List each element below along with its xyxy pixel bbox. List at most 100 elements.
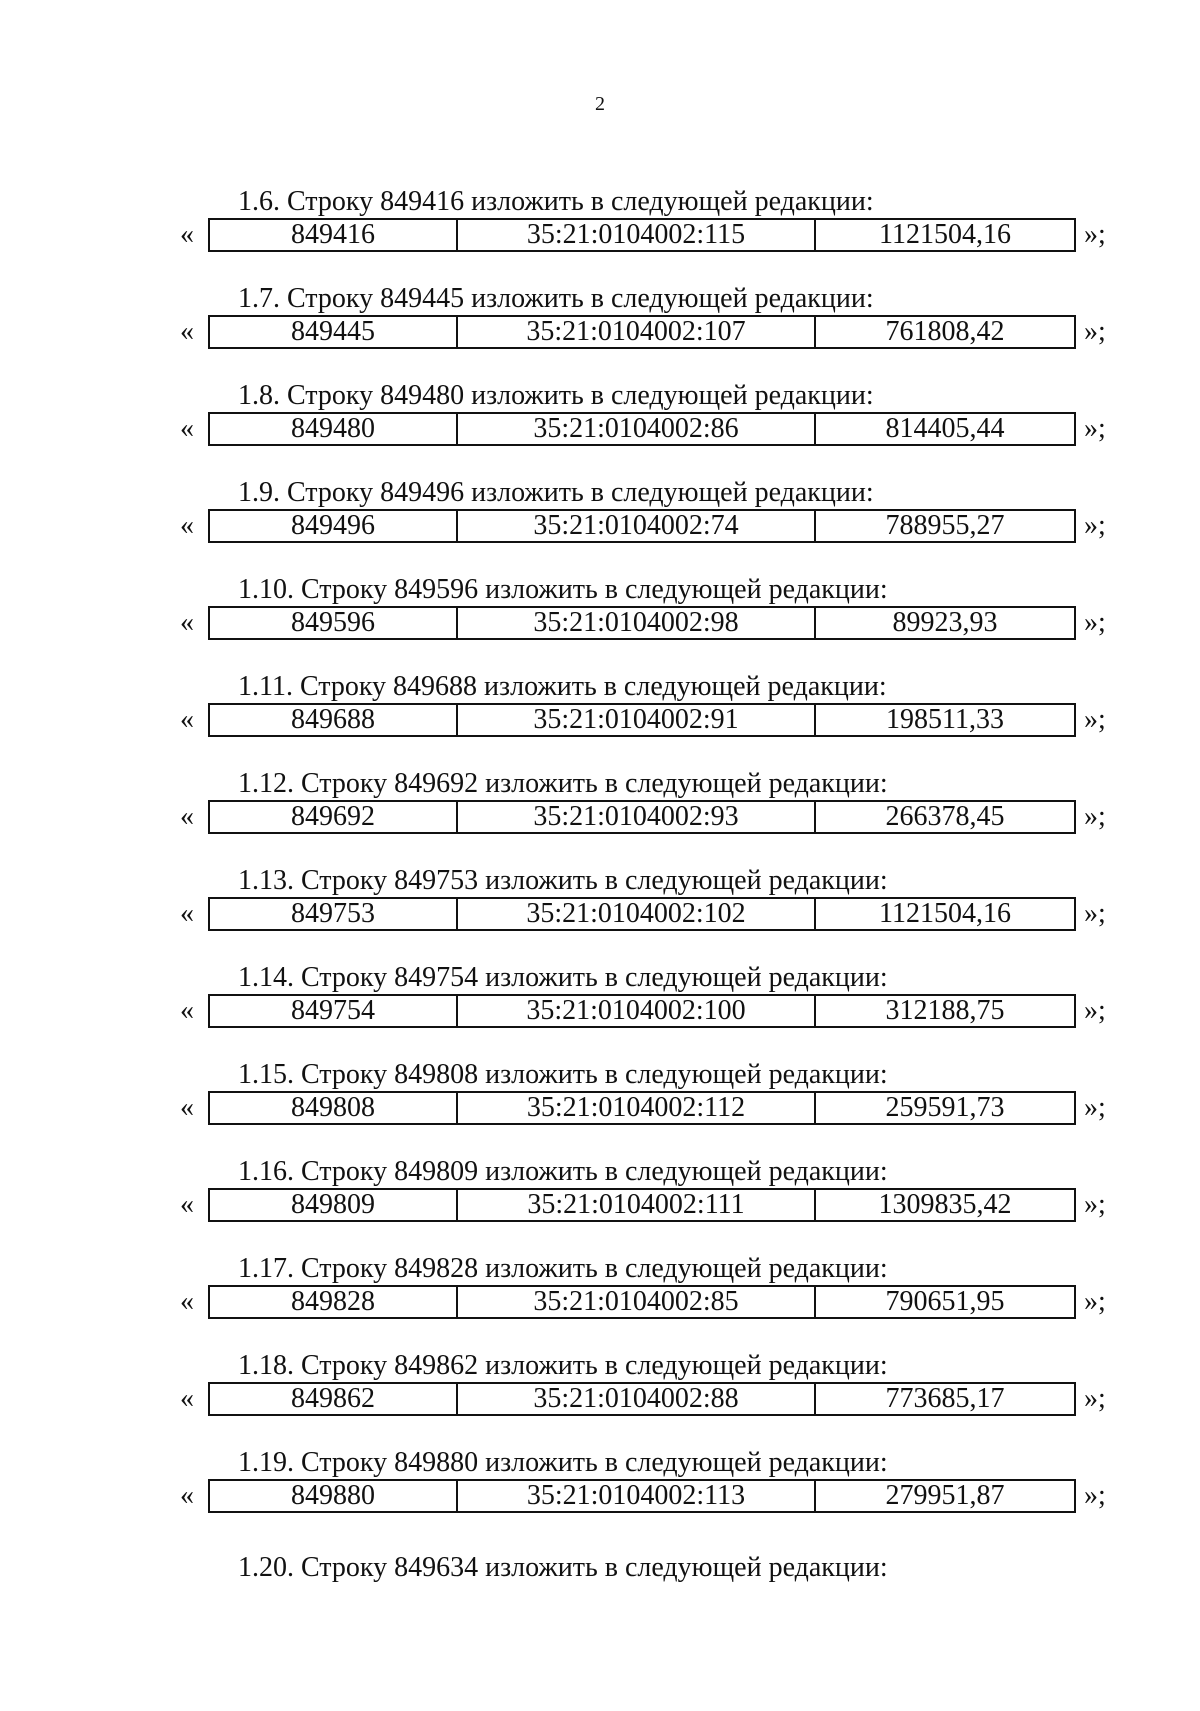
cadastral-number-cell: 35:21:0104002:102 <box>458 899 816 929</box>
amendment-heading: 1.10. Строку 849596 изложить в следующей… <box>238 574 888 605</box>
row-number-cell: 849808 <box>210 1093 458 1123</box>
amendment-item: 1.15. Строку 849808 изложить в следующей… <box>0 1059 1200 1156</box>
amendment-item: 1.14. Строку 849754 изложить в следующей… <box>0 962 1200 1059</box>
opening-quote: « <box>180 413 194 444</box>
amendment-heading: 1.19. Строку 849880 изложить в следующей… <box>238 1447 888 1478</box>
value-cell: 312188,75 <box>885 995 1005 1026</box>
row-number-cell: 849880 <box>210 1481 458 1511</box>
closing-quote: »; <box>1084 1286 1106 1317</box>
closing-quote: »; <box>1084 510 1106 541</box>
amendment-heading: 1.11. Строку 849688 изложить в следующей… <box>238 671 887 702</box>
amendment-heading: 1.7. Строку 849445 изложить в следующей … <box>238 283 874 314</box>
opening-quote: « <box>180 1286 194 1317</box>
cadastral-number-cell: 35:21:0104002:74 <box>458 511 816 541</box>
value-cell: 1121504,16 <box>879 219 1011 250</box>
cadastral-number-cell: 35:21:0104002:113 <box>458 1481 816 1511</box>
amendment-item: 1.9. Строку 849496 изложить в следующей … <box>0 477 1200 574</box>
closing-quote: »; <box>1084 219 1106 250</box>
closing-quote: »; <box>1084 704 1106 735</box>
cadastral-number-cell: 35:21:0104002:115 <box>458 220 816 250</box>
closing-quote: »; <box>1084 801 1106 832</box>
row-number-cell: 849862 <box>210 1384 458 1414</box>
value-cell: 761808,42 <box>885 316 1005 347</box>
closing-quote: »; <box>1084 898 1106 929</box>
amendment-heading: 1.16. Строку 849809 изложить в следующей… <box>238 1156 888 1187</box>
amendment-heading: 1.14. Строку 849754 изложить в следующей… <box>238 962 888 993</box>
opening-quote: « <box>180 1480 194 1511</box>
amendment-heading-last: 1.20. Строку 849634 изложить в следующей… <box>238 1552 888 1583</box>
value-cell: 266378,45 <box>885 801 1005 832</box>
closing-quote: »; <box>1084 1383 1106 1414</box>
row-number-cell: 849753 <box>210 899 458 929</box>
value-cell: 773685,17 <box>885 1383 1005 1414</box>
closing-quote: »; <box>1084 413 1106 444</box>
value-cell: 790651,95 <box>885 1286 1005 1317</box>
opening-quote: « <box>180 510 194 541</box>
cadastral-number-cell: 35:21:0104002:107 <box>458 317 816 347</box>
amendment-item: 1.13. Строку 849753 изложить в следующей… <box>0 865 1200 962</box>
amendment-item: 1.19. Строку 849880 изложить в следующей… <box>0 1447 1200 1544</box>
amendment-heading: 1.12. Строку 849692 изложить в следующей… <box>238 768 888 799</box>
opening-quote: « <box>180 607 194 638</box>
closing-quote: »; <box>1084 316 1106 347</box>
opening-quote: « <box>180 898 194 929</box>
value-cell: 259591,73 <box>885 1092 1005 1123</box>
opening-quote: « <box>180 1092 194 1123</box>
cadastral-number-cell: 35:21:0104002:112 <box>458 1093 816 1123</box>
row-number-cell: 849754 <box>210 996 458 1026</box>
cadastral-number-cell: 35:21:0104002:88 <box>458 1384 816 1414</box>
opening-quote: « <box>180 704 194 735</box>
amendment-heading: 1.15. Строку 849808 изложить в следующей… <box>238 1059 888 1090</box>
cadastral-number-cell: 35:21:0104002:100 <box>458 996 816 1026</box>
row-number-cell: 849480 <box>210 414 458 444</box>
row-number-cell: 849416 <box>210 220 458 250</box>
amendment-item: 1.12. Строку 849692 изложить в следующей… <box>0 768 1200 865</box>
closing-quote: »; <box>1084 1189 1106 1220</box>
amendment-heading: 1.13. Строку 849753 изложить в следующей… <box>238 865 888 896</box>
row-number-cell: 849692 <box>210 802 458 832</box>
value-cell: 279951,87 <box>885 1480 1005 1511</box>
amendment-heading: 1.18. Строку 849862 изложить в следующей… <box>238 1350 888 1381</box>
amendment-item: 1.11. Строку 849688 изложить в следующей… <box>0 671 1200 768</box>
row-number-cell: 849596 <box>210 608 458 638</box>
opening-quote: « <box>180 801 194 832</box>
opening-quote: « <box>180 1383 194 1414</box>
amendment-item: 1.7. Строку 849445 изложить в следующей … <box>0 283 1200 380</box>
closing-quote: »; <box>1084 995 1106 1026</box>
row-number-cell: 849496 <box>210 511 458 541</box>
amendment-item: 1.10. Строку 849596 изложить в следующей… <box>0 574 1200 671</box>
row-number-cell: 849809 <box>210 1190 458 1220</box>
cadastral-number-cell: 35:21:0104002:98 <box>458 608 816 638</box>
amendment-heading: 1.17. Строку 849828 изложить в следующей… <box>238 1253 888 1284</box>
amendment-list: 1.6. Строку 849416 изложить в следующей … <box>0 186 1200 1544</box>
amendment-item: 1.17. Строку 849828 изложить в следующей… <box>0 1253 1200 1350</box>
value-cell: 1121504,16 <box>879 898 1011 929</box>
amendment-item: 1.8. Строку 849480 изложить в следующей … <box>0 380 1200 477</box>
value-cell: 1309835,42 <box>878 1189 1012 1220</box>
page-number: 2 <box>595 93 605 115</box>
amendment-heading: 1.8. Строку 849480 изложить в следующей … <box>238 380 874 411</box>
value-cell: 814405,44 <box>885 413 1005 444</box>
